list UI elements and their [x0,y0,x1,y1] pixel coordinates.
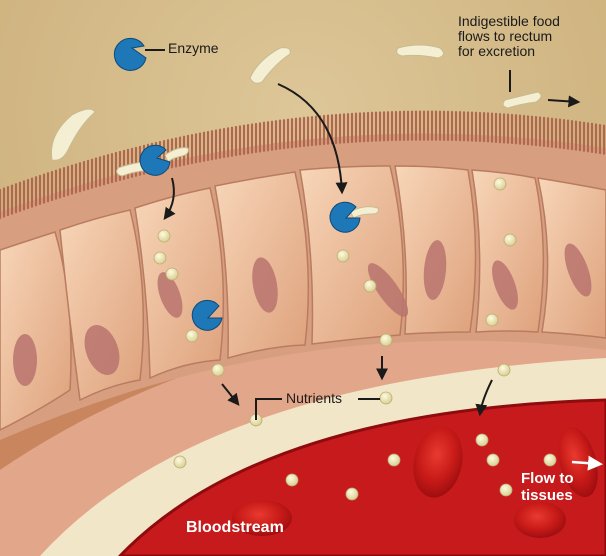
nutrient-dot-icon [380,392,392,404]
nutrient-dot-icon [286,474,298,486]
nutrient-dot-icon [212,364,224,376]
indigestible-label-line-3: for excretion [458,44,603,59]
flow-to-tissues-label: Flow to tissues [521,470,601,504]
nutrient-dot-icon [544,454,556,466]
indigestible-label-line-1: Indigestible food [458,14,603,29]
nutrient-dot-icon [380,334,392,346]
cell-nucleus [13,334,37,386]
nutrient-dot-icon [498,364,510,376]
nutrient-dot-icon [364,280,376,292]
nutrient-dot-icon [346,488,358,500]
nutrient-dot-icon [186,330,198,342]
epithelial-cell [472,170,543,332]
enzyme-label: Enzyme [168,41,219,56]
nutrient-dot-icon [486,314,498,326]
nutrient-dot-icon [504,234,516,246]
food-particle-icon [397,45,444,58]
pacman-enzyme-icon [114,38,146,70]
nutrient-dot-icon [166,268,178,280]
nutrient-dot-icon [500,484,512,496]
indigestible-food-label: Indigestible food flows to rectum for ex… [458,14,603,59]
epithelial-cell [300,166,403,344]
nutrient-dot-icon [337,250,349,262]
bloodstream-label: Bloodstream [186,520,284,535]
pacman-enzyme-icon [140,145,170,175]
nutrient-dot-icon [174,456,186,468]
nutrient-dot-icon [494,178,506,190]
nutrient-dot-icon [158,230,170,242]
nutrient-dot-icon [154,252,166,264]
flow-label-line-2: tissues [521,487,601,504]
nutrient-dot-icon [388,454,400,466]
red-blood-cell [514,502,566,538]
nutrient-dot-icon [476,434,488,446]
flow-label-line-1: Flow to [521,470,601,487]
indigestible-label-line-2: flows to rectum [458,29,603,44]
nutrient-dot-icon [487,454,499,466]
nutrients-label: Nutrients [286,391,342,406]
